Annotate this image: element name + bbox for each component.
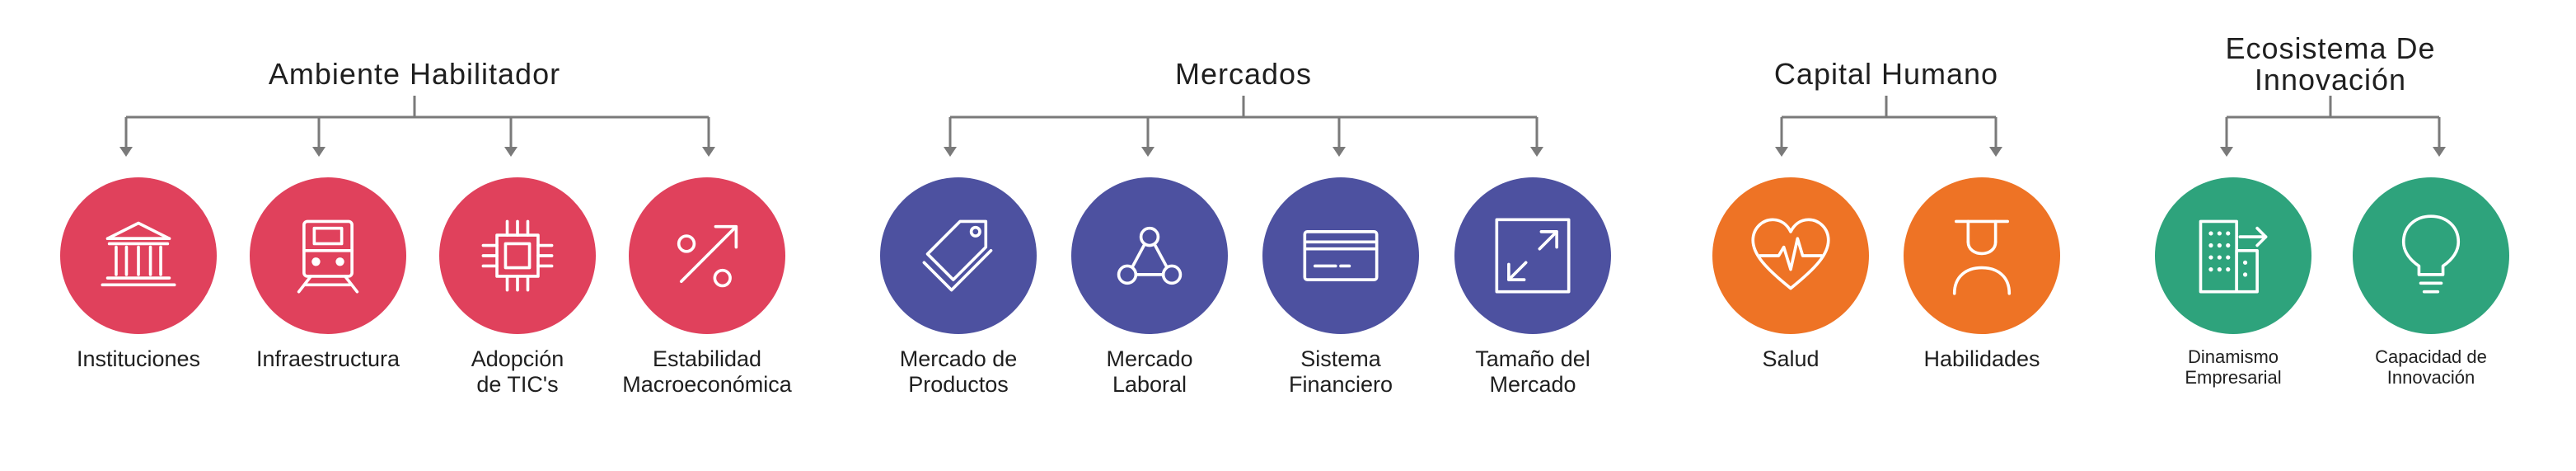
circle-adopcion-tic <box>439 177 596 334</box>
bracket-mercados <box>944 96 1543 157</box>
label-habilidades: Habilidades <box>1923 346 2040 371</box>
price-tags-icon <box>922 219 993 292</box>
bracket-ambiente-habilitador <box>119 96 715 157</box>
arrowhead-icon <box>702 147 715 157</box>
train-icon <box>297 219 359 294</box>
group-title-capital-humano: Capital Humano <box>1773 57 1999 91</box>
arrowhead-icon <box>2433 147 2446 157</box>
label-salud: Salud <box>1762 346 1820 371</box>
label-mercado-productos: Mercado de Productos <box>899 346 1018 397</box>
label-dinamismo-empresarial: Dinamismo Empresarial <box>2185 346 2282 388</box>
circle-mercado-productos <box>880 177 1037 334</box>
group-title-mercados: Mercados <box>1174 57 1313 91</box>
circle-salud <box>1712 177 1869 334</box>
group-title-ambiente-habilitador: Ambiente Habilitador <box>268 57 561 91</box>
bracket-capital-humano <box>1775 96 2002 157</box>
group-title-ecosistema-innovacion: Ecosistema De Innovación <box>2225 31 2436 97</box>
arrowhead-icon <box>119 147 133 157</box>
circle-infraestructura <box>250 177 406 334</box>
arrowhead-icon <box>1989 147 2002 157</box>
label-mercado-laboral: Mercado Laboral <box>1106 346 1193 397</box>
circle-tamano-mercado <box>1454 177 1611 334</box>
arrowhead-icon <box>504 147 518 157</box>
arrowhead-icon <box>1332 147 1346 157</box>
circle-habilidades <box>1904 177 2060 334</box>
graduate-icon <box>1952 219 2012 295</box>
arrowhead-icon <box>1775 147 1788 157</box>
circle-sistema-financiero <box>1262 177 1419 334</box>
bank-building-icon <box>101 221 176 287</box>
circle-capacidad-innovacion <box>2353 177 2509 334</box>
arrowhead-icon <box>312 147 326 157</box>
circle-dinamismo-empresarial <box>2155 177 2311 334</box>
growth-building-icon <box>2199 219 2268 294</box>
arrowhead-icon <box>2220 147 2233 157</box>
label-instituciones: Instituciones <box>76 346 201 371</box>
label-estabilidad-macroeconomica: Estabilidad Macroeconómica <box>622 346 792 397</box>
label-sistema-financiero: Sistema Financiero <box>1288 346 1393 397</box>
label-infraestructura: Infraestructura <box>255 346 400 371</box>
bracket-ecosistema-innovacion <box>2220 96 2446 157</box>
microchip-icon <box>481 219 554 292</box>
label-adopcion-tic: Adopción de TIC's <box>471 346 564 397</box>
heart-pulse-icon <box>1751 218 1830 290</box>
arrowhead-icon <box>944 147 957 157</box>
arrowhead-icon <box>1530 147 1543 157</box>
circle-mercado-laboral <box>1071 177 1228 334</box>
label-tamano-mercado: Tamaño del Mercado <box>1475 346 1590 397</box>
expand-arrows-icon <box>1495 218 1571 294</box>
label-capacidad-innovacion: Capacidad de Innovación <box>2375 346 2487 388</box>
network-nodes-icon <box>1117 226 1183 285</box>
arrowhead-icon <box>1141 147 1155 157</box>
circle-instituciones <box>60 177 217 334</box>
circle-estabilidad-macroeconomica <box>629 177 785 334</box>
lightbulb-icon <box>2401 214 2461 294</box>
percent-arrow-icon <box>677 224 738 288</box>
credit-card-icon <box>1303 230 1379 281</box>
